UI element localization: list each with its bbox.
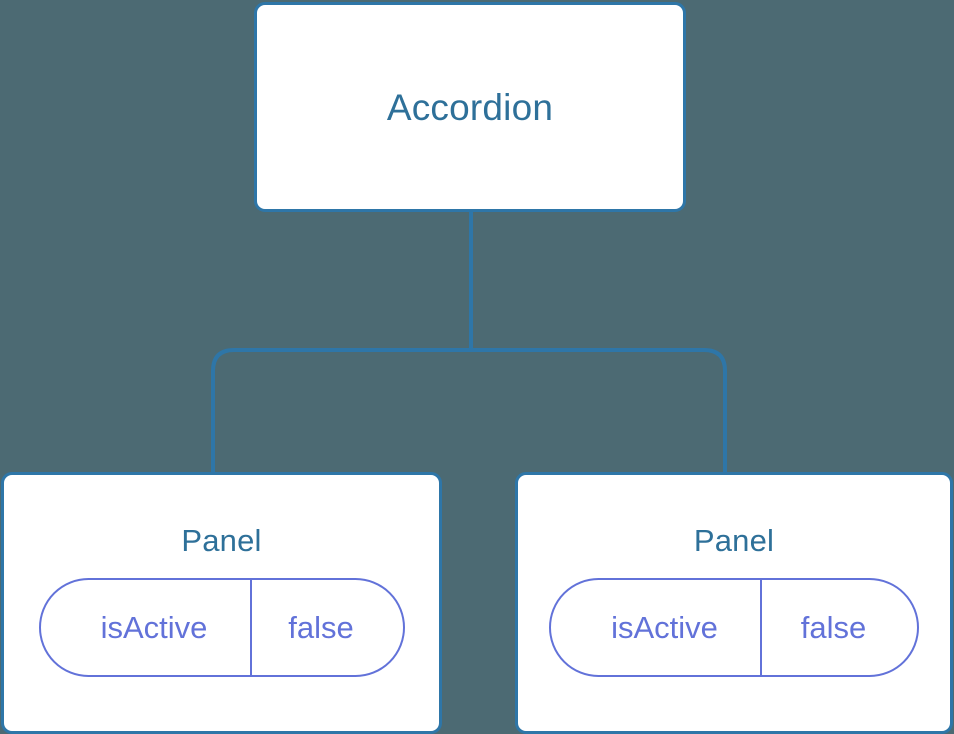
prop-value-isactive-1: false <box>288 609 354 645</box>
connector-branch-right <box>471 348 727 474</box>
node-panel-2[interactable]: Panel isActive false <box>515 472 953 734</box>
node-panel-2-title: Panel <box>693 523 775 558</box>
node-accordion[interactable]: Accordion <box>254 2 686 212</box>
connector-branch-left <box>211 348 471 474</box>
node-accordion-title: Accordion <box>386 86 554 128</box>
prop-key-isactive-2: isActive <box>551 580 762 675</box>
prop-pill-panel-2[interactable]: isActive false <box>549 578 919 677</box>
node-panel-1[interactable]: Panel isActive false <box>1 472 442 734</box>
node-panel-1-title: Panel <box>181 523 262 558</box>
prop-value-isactive-2: false <box>800 609 867 645</box>
prop-pill-panel-1[interactable]: isActive false <box>38 578 405 677</box>
prop-key-isactive-1: isActive <box>41 580 252 675</box>
